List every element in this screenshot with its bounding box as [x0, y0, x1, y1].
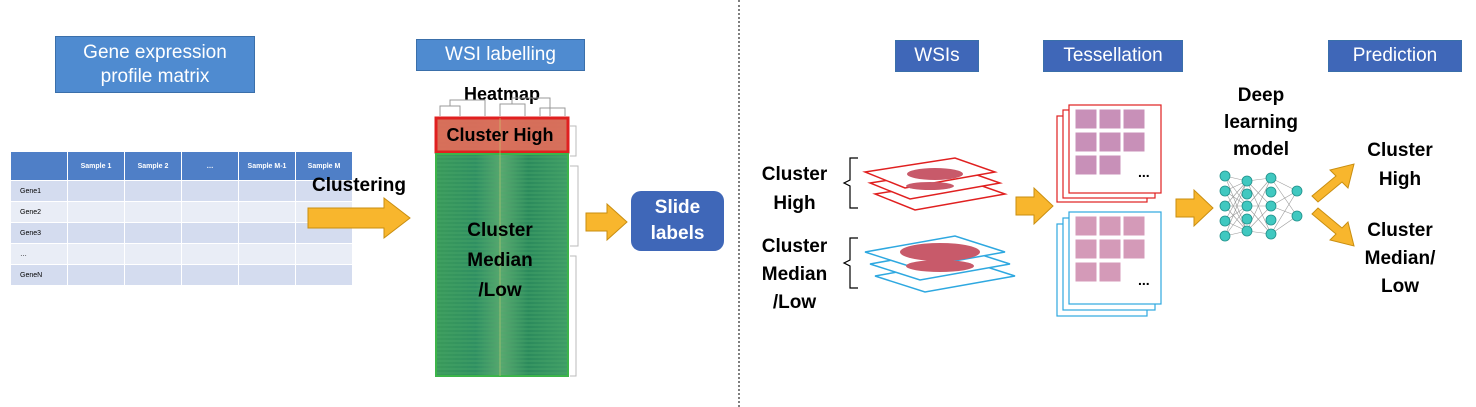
- prediction-cluster-median-label: Cluster Median/ Low: [1364, 220, 1436, 297]
- matrix-corner: [10, 151, 68, 181]
- tissue-icon: [900, 243, 980, 261]
- matrix-row-label: GeneN: [10, 264, 68, 286]
- gene-matrix-header-text: Gene expression profile matrix: [83, 41, 227, 87]
- tile-ellipsis-high: ...: [1138, 164, 1150, 180]
- gene-expression-matrix: Sample 1 Sample 2 … Sample M-1 Sample M …: [10, 151, 353, 286]
- wsi-slides: [842, 157, 1016, 293]
- tile-ellipsis-low: ...: [1138, 272, 1150, 288]
- matrix-row-label: Gene3: [10, 222, 68, 244]
- section-divider: [738, 0, 740, 407]
- neural-network-icon: [1219, 170, 1303, 242]
- wsi-labelling-header-text: WSI labelling: [445, 44, 556, 65]
- heatmap: [434, 97, 579, 377]
- slide-labels-text: Slide labels: [650, 197, 705, 244]
- tissue-icon: [907, 168, 963, 180]
- tessellation-header: Tessellation: [1043, 40, 1183, 72]
- matrix-col-header: Sample 2: [124, 151, 182, 181]
- matrix-col-header: …: [181, 151, 239, 181]
- prediction-cluster-high-label: Cluster High: [1367, 140, 1433, 190]
- deep-learning-label: Deep learning model: [1224, 85, 1298, 160]
- dendrogram-top: [439, 97, 566, 116]
- clustering-label: Clustering: [312, 175, 406, 196]
- tessellation-header-text: Tessellation: [1063, 45, 1163, 66]
- wsi-labelling-header: WSI labelling: [416, 39, 585, 71]
- heatmap-title: Heatmap: [463, 84, 541, 104]
- dendrogram-right: [570, 125, 579, 377]
- heatmap-cluster-median-label: Cluster Median /Low: [467, 220, 533, 301]
- slide-labels-box: Slide labels: [631, 191, 724, 251]
- arrow-icon: [585, 202, 628, 242]
- matrix-col-header: Sample 1: [67, 151, 125, 181]
- gene-matrix-header: Gene expression profile matrix: [55, 36, 255, 93]
- matrix-col-header: Sample M: [295, 151, 353, 181]
- prediction-header-text: Prediction: [1352, 45, 1438, 66]
- arrow-icon: [307, 196, 411, 240]
- arrow-icon: [1175, 188, 1214, 228]
- matrix-col-header: Sample M-1: [238, 151, 296, 181]
- arrow-icon: [1015, 186, 1054, 226]
- wsi-cluster-high-label: Cluster High: [761, 164, 828, 214]
- arrow-icon: [1311, 163, 1355, 203]
- heatmap-cluster-high-label: Cluster High: [446, 125, 554, 145]
- matrix-row-label: Gene1: [10, 180, 68, 202]
- wsis-header-text: WSIs: [914, 45, 960, 66]
- prediction-header: Prediction: [1328, 40, 1462, 72]
- matrix-row-label: …: [10, 243, 68, 265]
- matrix-row-label: Gene2: [10, 201, 68, 223]
- arrow-icon: [1311, 207, 1355, 247]
- wsi-cluster-median-label: Cluster Median /Low: [761, 236, 828, 313]
- tessellation-tiles: [1056, 104, 1162, 317]
- wsis-header: WSIs: [895, 40, 979, 72]
